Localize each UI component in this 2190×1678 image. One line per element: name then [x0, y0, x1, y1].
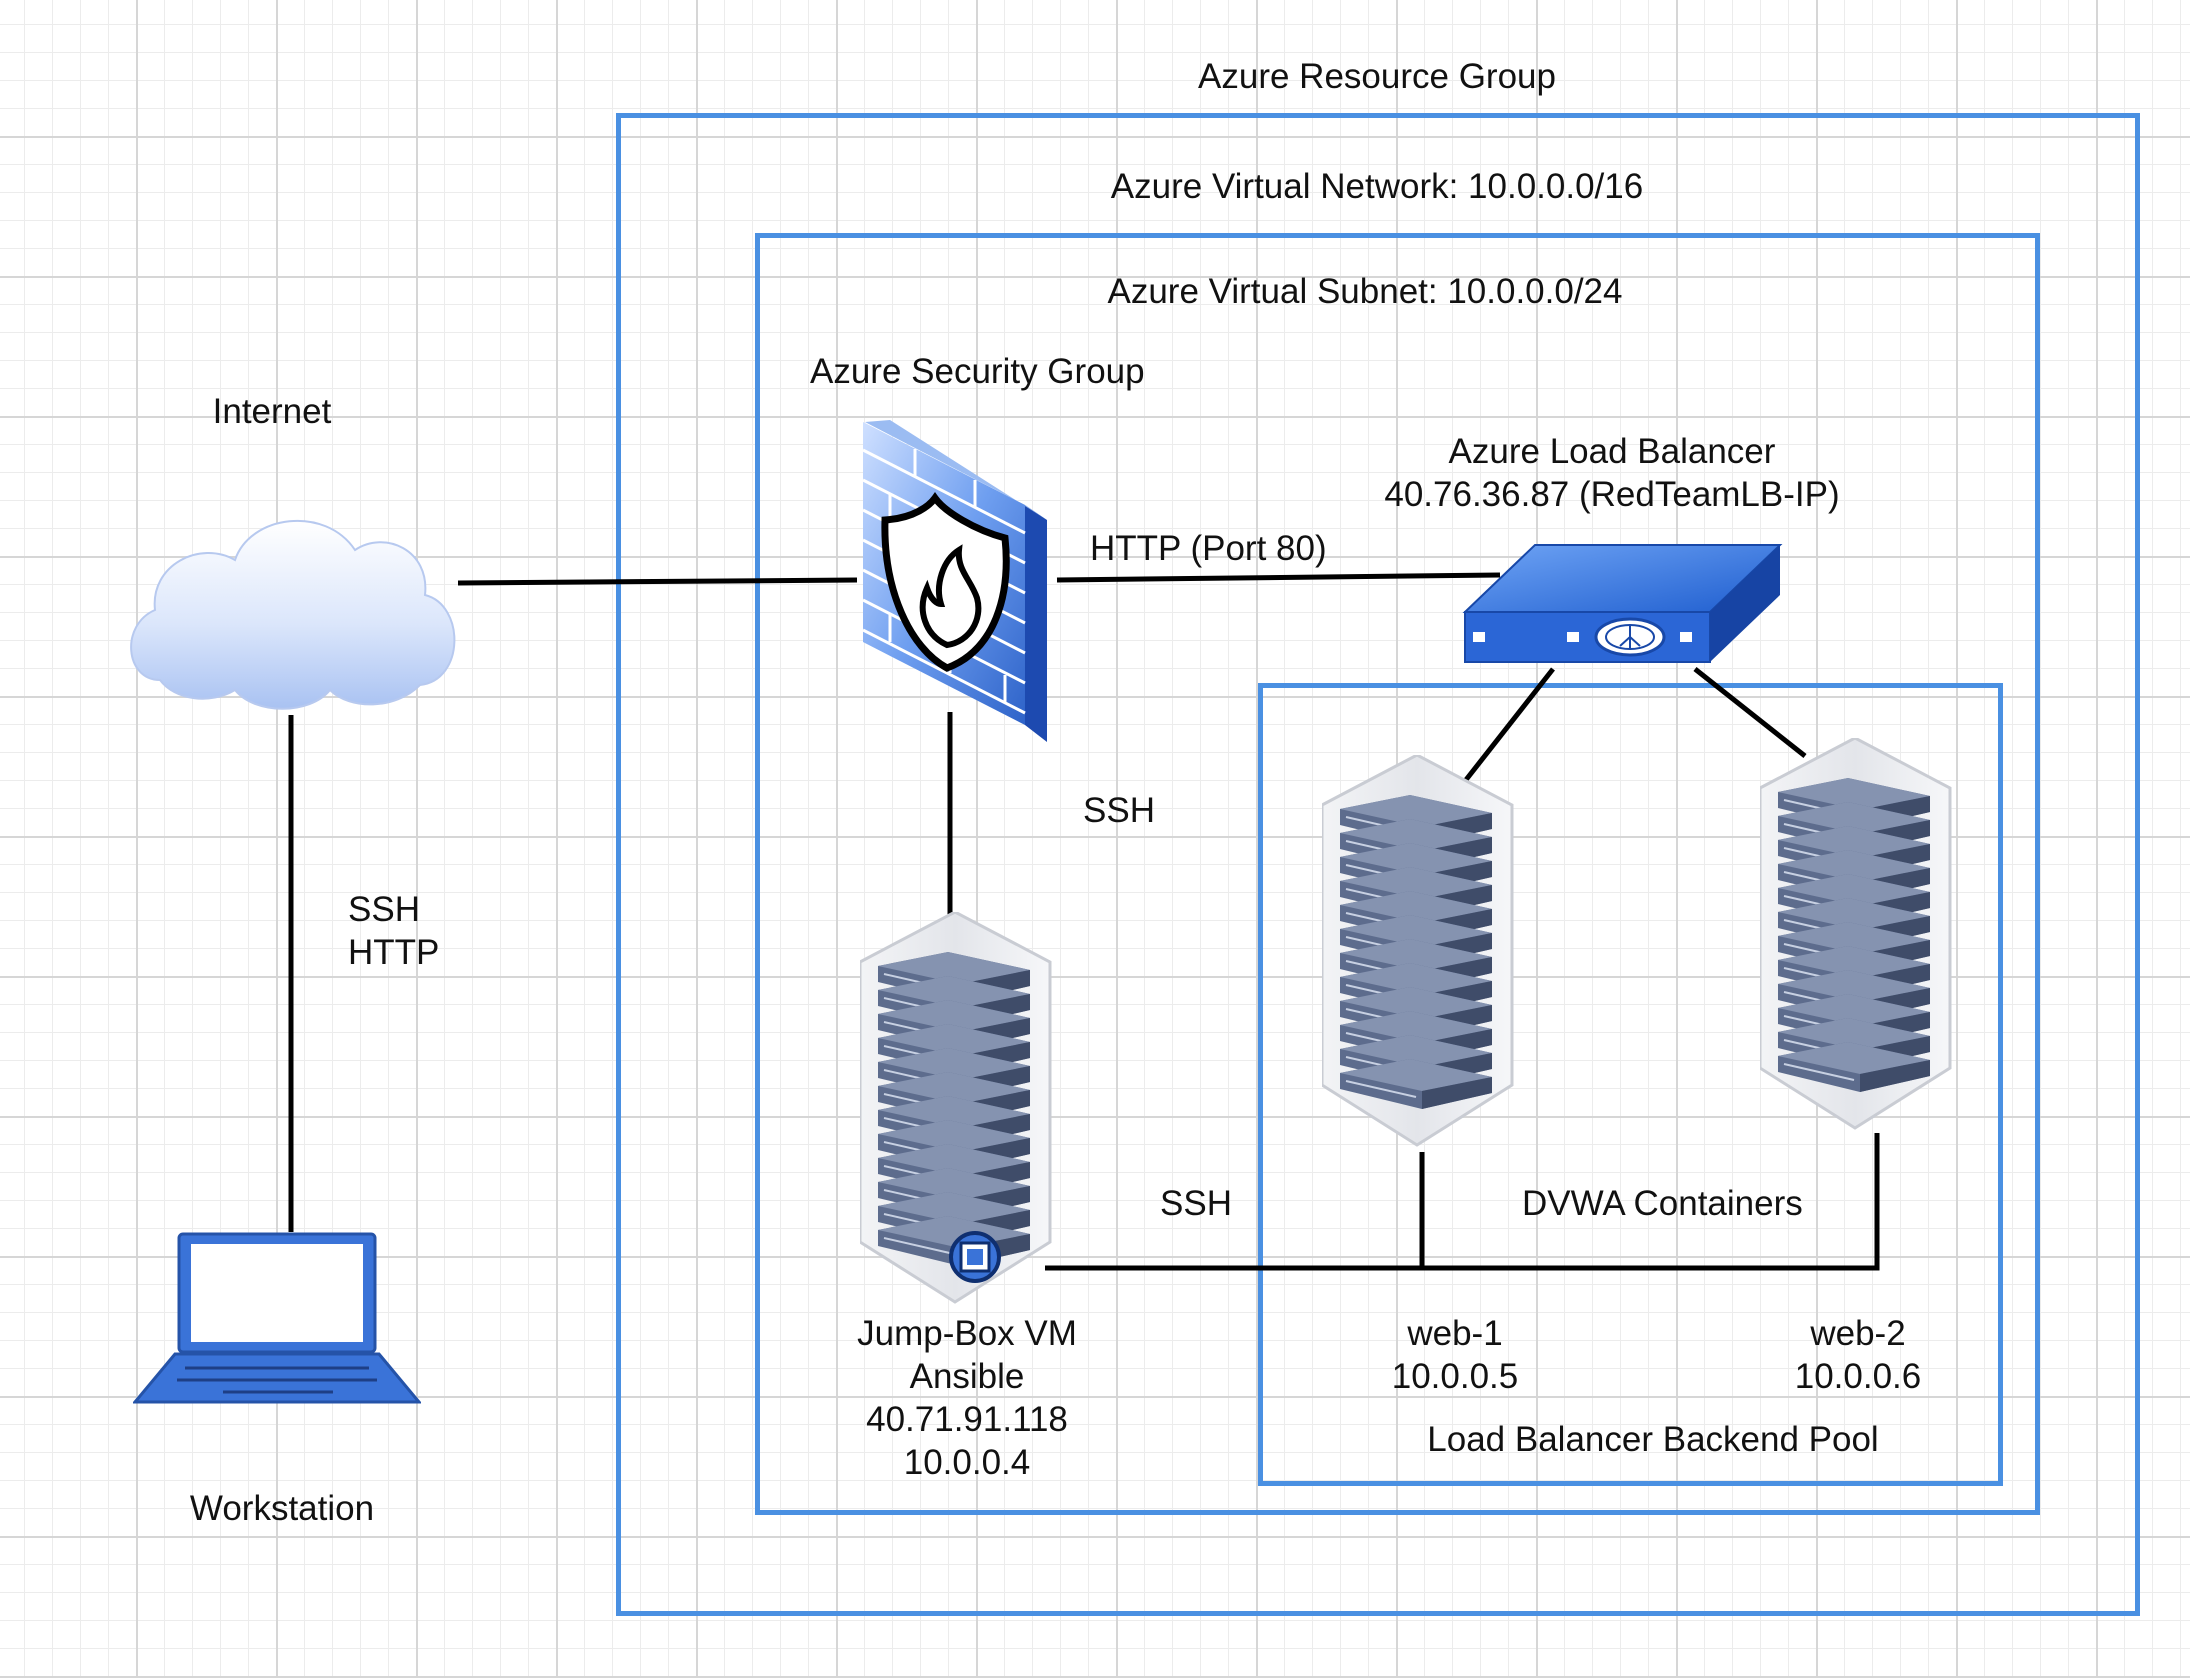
jump-box-private-ip: 10.0.0.4 [903, 1443, 1031, 1482]
jump-box-public-ip: 40.71.91.118 [866, 1400, 1068, 1439]
http-port80-label: HTTP (Port 80) [1090, 529, 1327, 568]
web1-label: web-1 10.0.0.5 [1392, 1312, 1519, 1398]
web2-name: web-2 [1810, 1314, 1906, 1353]
ssh-jumpbox-web-label: SSH [1160, 1184, 1232, 1223]
server-rack-icon [860, 912, 1056, 1312]
edge-jumpbox-webs [1045, 1133, 1880, 1271]
firewall-icon [862, 420, 1047, 742]
ssh-firewall-jumpbox-label: SSH [1083, 791, 1155, 830]
internet-workstation-protocols: SSH HTTP [348, 888, 439, 974]
virtual-network-title: Azure Virtual Network: 10.0.0.0/16 [1110, 167, 1644, 206]
web2-ip: 10.0.0.6 [1794, 1357, 1922, 1396]
security-group-label: Azure Security Group [810, 352, 1145, 391]
virtual-network-box [755, 233, 2040, 1515]
resource-group-box [616, 113, 2140, 1616]
jump-box-label: Jump-Box VM Ansible 40.71.91.118 10.0.0.… [857, 1312, 1077, 1484]
jump-box-role: Ansible [909, 1357, 1025, 1396]
cloud-icon [130, 519, 456, 710]
edge-lb-web1 [1456, 667, 1555, 792]
web2-label: web-2 10.0.0.6 [1795, 1312, 1922, 1398]
resource-group-title: Azure Resource Group [1198, 57, 1556, 96]
jump-box-name: Jump-Box VM [857, 1314, 1077, 1353]
backend-pool-box [1258, 683, 2003, 1486]
virtual-subnet-title: Azure Virtual Subnet: 10.0.0.0/24 [1107, 272, 1623, 311]
workstation-label: Workstation [189, 1489, 375, 1528]
edge-firewall-loadbalancer [1056, 572, 1501, 583]
laptop-icon [133, 1232, 421, 1404]
web1-ip: 10.0.0.5 [1391, 1357, 1519, 1396]
server-rack-icon [1322, 755, 1518, 1155]
load-balancer-icon [1462, 544, 1783, 663]
internet-label: Internet [212, 392, 332, 431]
dvwa-containers-label: DVWA Containers [1522, 1184, 1803, 1223]
http-label: HTTP [348, 933, 440, 972]
load-balancer-name: Azure Load Balancer [1448, 432, 1776, 471]
backend-pool-title: Load Balancer Backend Pool [1427, 1420, 1879, 1459]
server-rack-icon [1760, 738, 1956, 1138]
ssh-label: SSH [348, 890, 420, 929]
web1-name: web-1 [1407, 1314, 1503, 1353]
edge-lb-web2 [1693, 667, 1807, 758]
edge-internet-firewall [457, 577, 858, 586]
load-balancer-ip: 40.76.36.87 (RedTeamLB-IP) [1384, 475, 1840, 514]
load-balancer-label: Azure Load Balancer 40.76.36.87 (RedTeam… [1384, 430, 1839, 516]
